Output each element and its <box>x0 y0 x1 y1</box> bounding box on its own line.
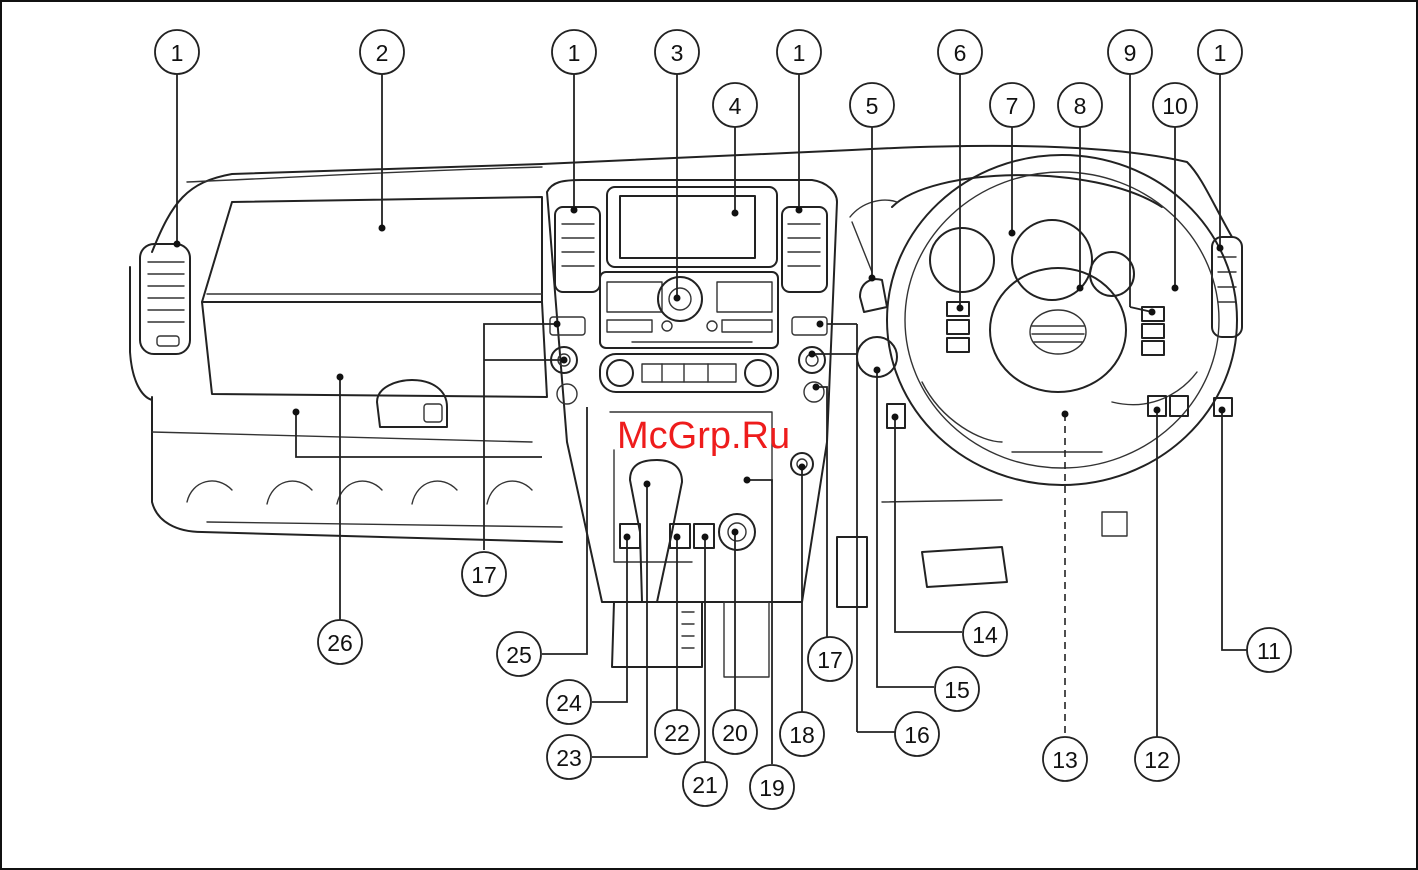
callout-c21: 21 <box>683 762 727 806</box>
callout-c16: 16 <box>895 712 939 756</box>
callout-c2: 2 <box>360 30 404 74</box>
callout-c25: 25 <box>497 632 541 676</box>
callout-c11: 11 <box>1247 628 1291 672</box>
callout-c20: 20 <box>713 710 757 754</box>
callout-label: 21 <box>692 772 718 798</box>
marker-dots <box>174 207 1226 541</box>
callout-c17a: 17 <box>462 552 506 596</box>
callout-label: 3 <box>671 40 684 66</box>
callout-c24: 24 <box>547 680 591 724</box>
callout-c23: 23 <box>547 735 591 779</box>
callout-label: 1 <box>171 40 184 66</box>
callout-label: 20 <box>722 720 748 746</box>
callout-label: 9 <box>1124 40 1137 66</box>
watermark-text: McGrp.Ru <box>617 415 790 457</box>
knee-panel-bumps <box>187 481 532 504</box>
callout-label: 12 <box>1144 747 1170 773</box>
callout-c15: 15 <box>935 667 979 711</box>
callout-c14: 14 <box>963 612 1007 656</box>
callout-c4: 4 <box>713 83 757 127</box>
callout-c1b: 1 <box>552 30 596 74</box>
callout-label: 5 <box>866 93 879 119</box>
callout-label: 11 <box>1257 638 1281 664</box>
callout-label: 16 <box>904 722 930 748</box>
callout-label: 7 <box>1006 93 1019 119</box>
callout-label: 2 <box>376 40 389 66</box>
callout-label: 8 <box>1074 93 1087 119</box>
callout-label: 15 <box>944 677 970 703</box>
left-air-vent <box>140 244 190 354</box>
callout-label: 6 <box>954 40 967 66</box>
callout-label: 18 <box>789 722 815 748</box>
callout-c10: 10 <box>1153 83 1197 127</box>
callout-c22: 22 <box>655 710 699 754</box>
callout-label: 1 <box>793 40 806 66</box>
callout-label: 26 <box>327 630 353 656</box>
callout-c3: 3 <box>655 30 699 74</box>
callout-label: 25 <box>506 642 532 668</box>
callout-label: 17 <box>471 562 497 588</box>
callout-c13: 13 <box>1043 737 1087 781</box>
callout-label: 22 <box>664 720 690 746</box>
upper-glove-compartment <box>202 197 542 302</box>
callout-c5: 5 <box>850 83 894 127</box>
callout-label: 19 <box>759 775 785 801</box>
callout-c9: 9 <box>1108 30 1152 74</box>
callout-label: 4 <box>729 93 742 119</box>
callout-c17b: 17 <box>808 637 852 681</box>
callout-label: 13 <box>1052 747 1078 773</box>
callout-c18: 18 <box>780 712 824 756</box>
lower-glove-box <box>202 302 547 427</box>
callout-c1d: 1 <box>1198 30 1242 74</box>
callout-c26: 26 <box>318 620 362 664</box>
callout-label: 1 <box>1214 40 1227 66</box>
callout-c19: 19 <box>750 765 794 809</box>
callout-label: 1 <box>568 40 581 66</box>
callout-c7: 7 <box>990 83 1034 127</box>
callout-label: 17 <box>817 647 843 673</box>
callout-c8: 8 <box>1058 83 1102 127</box>
callout-label: 24 <box>556 690 582 716</box>
callout-label: 10 <box>1162 93 1188 119</box>
callout-label: 23 <box>556 745 582 771</box>
callout-c1a: 1 <box>155 30 199 74</box>
callout-c6: 6 <box>938 30 982 74</box>
callout-c12: 12 <box>1135 737 1179 781</box>
callout-c1c: 1 <box>777 30 821 74</box>
callout-label: 14 <box>972 622 998 648</box>
